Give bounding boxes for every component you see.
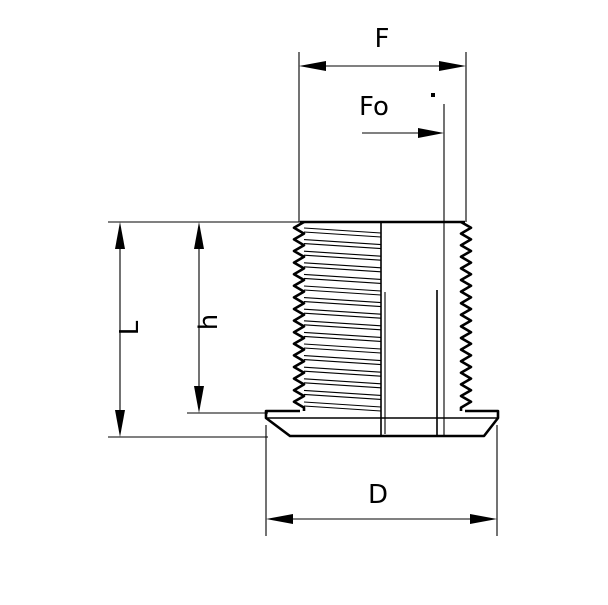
dimension-l: L [108,221,300,438]
internal-thread-line [303,335,382,342]
dimension-d: D [265,425,498,536]
internal-thread-line [303,382,382,389]
dim-h-arrow-bottom [194,386,204,413]
dim-l-label: L [115,320,145,335]
internal-thread-line [303,401,382,408]
dimension-f: F [298,24,467,222]
dim-f-arrow-right [439,61,466,71]
internal-thread-line [303,262,382,269]
internal-thread-line [303,227,382,234]
fo-dot-mark [431,93,435,97]
internal-thread-line [303,347,382,354]
internal-thread-line [303,393,382,400]
internal-thread-line [303,389,382,396]
flange-outline [264,409,500,438]
dim-l-arrow-bottom [115,410,125,437]
dim-fo-label: Fo [359,92,389,122]
dim-f-label: F [375,24,390,54]
internal-thread-line [303,312,382,319]
internal-thread-line [303,405,382,412]
dim-l-arrow-top [115,222,125,249]
internal-thread-line [303,250,382,257]
dim-f-arrow-left [299,61,326,71]
internal-thread-line [303,289,382,296]
internal-thread-line [303,297,382,304]
internal-thread-line [303,366,382,373]
internal-thread-line [303,343,382,350]
internal-thread-line [303,273,382,280]
internal-thread-line [303,378,382,385]
dim-d-arrow-right [470,514,497,524]
threaded-insert-part [264,220,500,438]
internal-thread-line [303,301,382,308]
dimension-h: h [187,222,268,414]
external-thread-right [459,220,473,411]
external-thread-left [292,220,306,411]
dim-d-arrow-left [266,514,293,524]
internal-thread-line [303,231,382,238]
internal-thread-lines [303,227,382,412]
internal-thread-line [303,355,382,362]
dim-h-label: h [194,314,224,330]
dim-h-arrow-top [194,222,204,249]
internal-thread-line [303,370,382,377]
internal-thread-line [303,277,382,284]
internal-thread-line [303,359,382,366]
dim-fo-arrow [418,128,444,138]
internal-thread-line [303,331,382,338]
dimension-fo: Fo [359,92,445,436]
internal-thread-line [303,254,382,261]
internal-thread-line [303,266,382,273]
internal-thread-line [303,285,382,292]
internal-thread-line [303,243,382,250]
internal-thread-line [303,308,382,315]
internal-thread-line [303,320,382,327]
internal-thread-line [303,324,382,331]
internal-thread-line [303,239,382,246]
dim-d-label: D [368,480,388,510]
